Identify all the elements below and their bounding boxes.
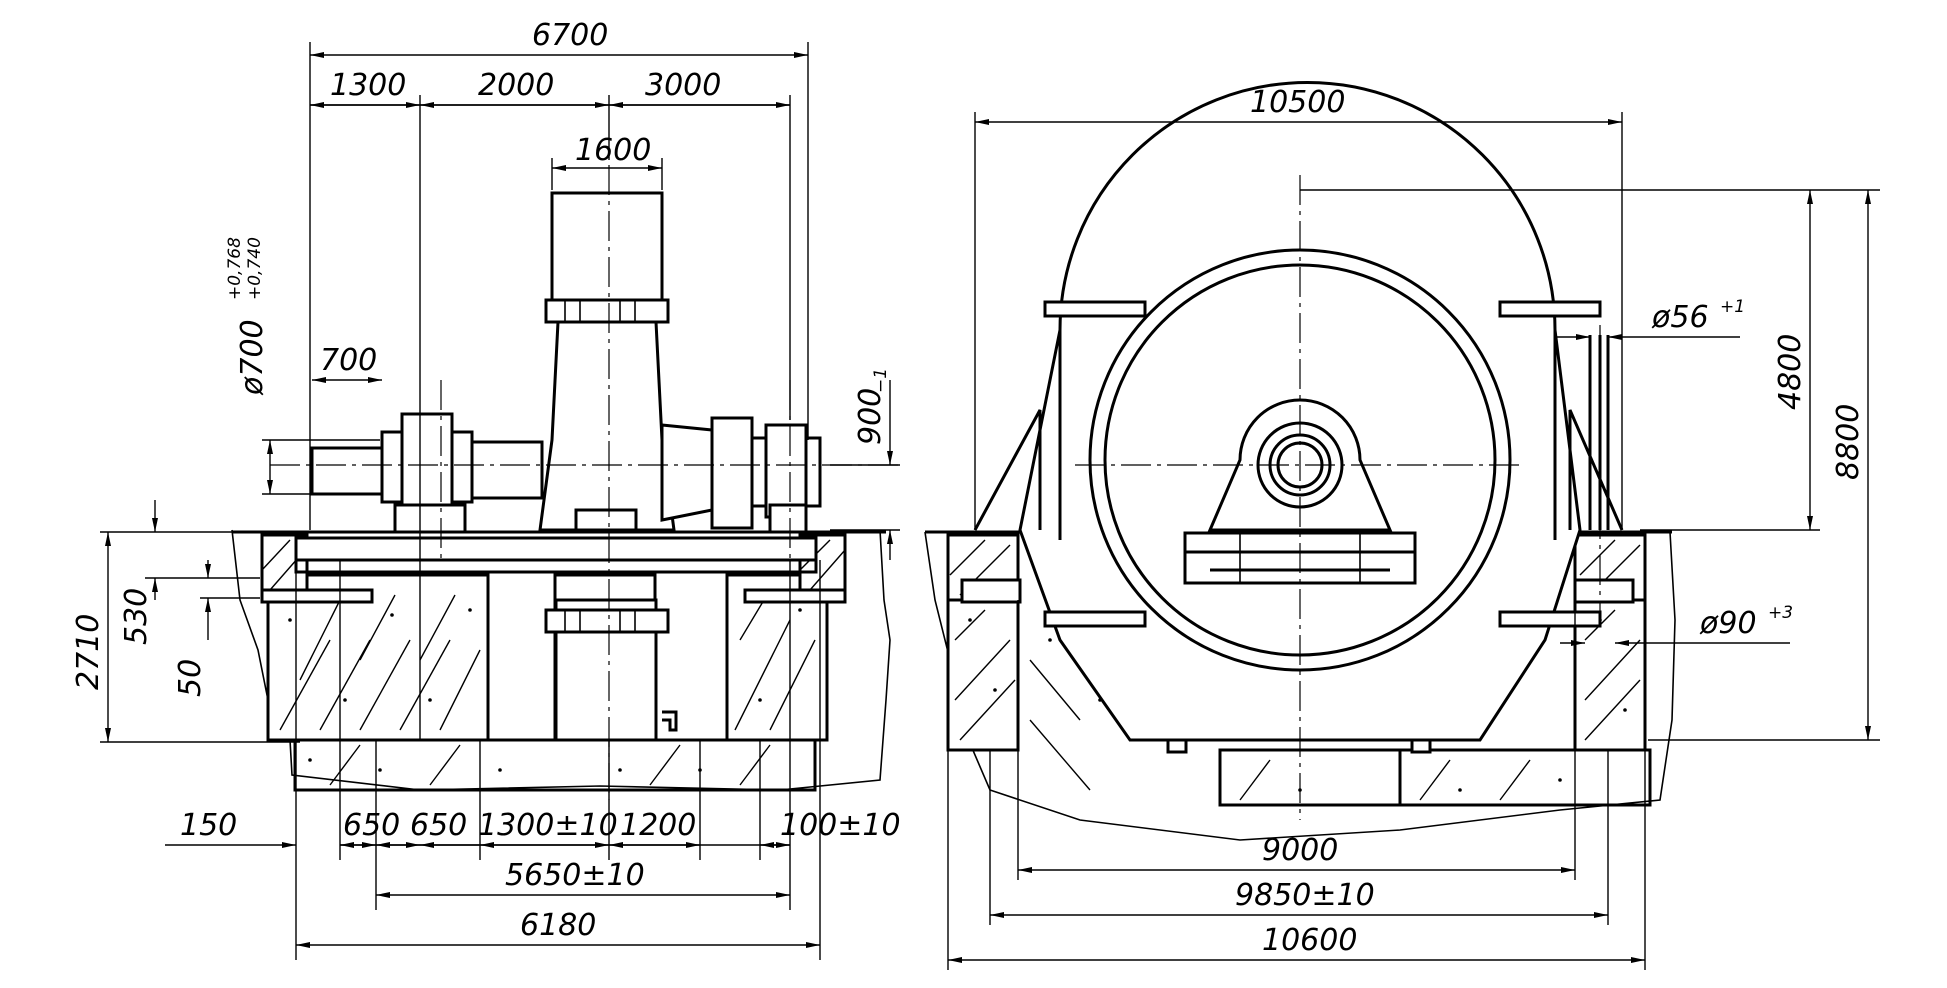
dim-shaft-dia-tol-upper: +0,768: [225, 237, 245, 300]
right-foundation: [924, 530, 1676, 841]
dim-upper-height: 4800: [1773, 334, 1808, 410]
dim-depth-total: 2710: [71, 614, 106, 690]
dim-slab-thickness: 530: [119, 588, 154, 645]
dim-left-base-width: 6180: [520, 908, 596, 943]
dim-bolt-hole: ø56: [1651, 300, 1709, 335]
dim-axis-height: 900: [853, 388, 888, 445]
dim-sleeve-dia-tol: +3: [1768, 603, 1793, 623]
right-dimension-labels: 10500 ø56 +1 4800 8800 ø90 +3 9000 9850±…: [1235, 85, 1866, 958]
dim-b2: 650: [343, 808, 400, 843]
dim-shaft-length: 700: [320, 343, 377, 378]
dim-left-bolt-span: 5650±10: [505, 858, 645, 893]
dim-bolt-hole-tol: +1: [1720, 297, 1745, 317]
dim-sleeve-dia: ø90: [1699, 606, 1757, 641]
right-housing: [973, 81, 1624, 742]
dim-total-height: 8800: [1831, 404, 1866, 480]
dim-left-seg-b: 2000: [478, 68, 554, 103]
left-machine: [310, 191, 822, 742]
dim-left-seg-a: 1300: [330, 68, 406, 103]
dim-shaft-dia-tol-lower: +0,740: [245, 237, 265, 300]
dim-b3: 650: [410, 808, 467, 843]
dim-right-bolt-span: 9850±10: [1235, 878, 1375, 913]
dim-b6: 100±10: [780, 808, 901, 843]
dim-column-width: 1600: [575, 133, 651, 168]
dim-left-seg-c: 3000: [645, 68, 721, 103]
right-view: 10500 ø56 +1 4800 8800 ø90 +3 9000 9850±…: [924, 81, 1880, 970]
left-dimension-labels: 6700 1300 2000 3000 1600 700 ø700 +0,768…: [71, 18, 901, 943]
left-foundation: [231, 529, 891, 792]
dim-b4: 1300±10: [478, 808, 618, 843]
dim-inner-span: 9000: [1262, 833, 1338, 868]
right-extension-lines: [947, 112, 1880, 970]
dim-right-overall: 10500: [1250, 85, 1345, 120]
left-dimension-lines: [105, 52, 893, 948]
dim-left-overall: 6700: [532, 18, 608, 53]
dim-recess: 50: [173, 659, 208, 697]
left-view: 6700 1300 2000 3000 1600 700 ø700 +0,768…: [71, 18, 901, 960]
concrete-hatch-right: [954, 609, 1641, 801]
dim-shaft-dia: ø700: [235, 319, 270, 396]
dim-axis-height-tol: −1: [871, 368, 891, 393]
dim-b5: 1200: [620, 808, 696, 843]
right-dimension-lines: [948, 119, 1871, 963]
dim-right-base-width: 10600: [1262, 923, 1357, 958]
dim-b1: 150: [180, 808, 237, 843]
